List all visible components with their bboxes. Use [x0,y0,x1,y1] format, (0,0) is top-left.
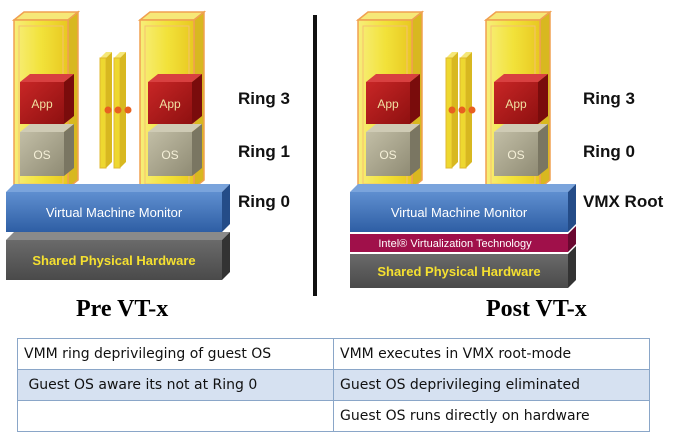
table-cell-pre [17,400,334,432]
right-app-2-label: App [505,97,527,111]
architecture-diagram: App OS App [6,10,664,322]
ellipsis-dot [114,106,122,114]
left-app-1-label: App [31,97,53,111]
right-hw-label: Shared Physical Hardware [377,264,540,279]
right-os-1-block [366,132,410,176]
right-middle-vms [445,52,476,169]
right-os-1-label: OS [379,148,396,162]
left-ring-label-3: Ring 3 [238,89,290,108]
ellipsis-dot [468,106,476,114]
left-hw-layer: Shared Physical Hardware [6,232,230,280]
right-vt-label: Intel® Virtualization Technology [378,238,532,250]
left-vm-2: App OS [137,10,207,190]
left-app-2-label: App [159,97,181,111]
left-os-1-label: OS [33,148,50,162]
right-ring-label-3: Ring 3 [583,89,635,108]
left-middle-vms [99,52,132,169]
right-ring-label-0: Ring 0 [583,142,635,161]
left-stack: App OS App [6,10,230,280]
ellipsis-dot [458,106,466,114]
right-vm-1: App OS [355,10,425,190]
left-hw-label: Shared Physical Hardware [32,253,195,268]
right-os-2-block [494,132,538,176]
left-ring-label-1: Ring 1 [238,142,290,161]
right-hw-layer: Shared Physical Hardware [350,246,576,288]
table-row: Guest OS runs directly on hardware [17,400,650,432]
table-cell-pre: VMM ring deprivileging of guest OS [17,338,334,370]
table-cell-post: Guest OS runs directly on hardware [333,400,650,432]
right-ring-label-vmx-root: VMX Root [583,192,664,211]
ellipsis-dot [124,106,132,114]
left-app-2-block [148,82,192,124]
table-row: Guest OS aware its not at Ring 0 Guest O… [17,369,650,401]
right-vmm-label: Virtual Machine Monitor [391,205,528,220]
post-vtx-title: Post VT-x [486,296,587,322]
right-app-2-block [494,82,538,124]
table-row: VMM ring deprivileging of guest OS VMM e… [17,338,650,370]
left-os-2-block [148,132,192,176]
comparison-table: VMM ring deprivileging of guest OS VMM e… [17,338,650,432]
table-cell-post: VMM executes in VMX root-mode [333,338,650,370]
left-os-1-block [20,132,64,176]
diagram-canvas: App OS App [6,10,576,296]
left-vm-1: App OS [11,10,81,190]
ellipsis-dot [448,106,456,114]
ellipsis-dot [104,106,112,114]
left-vmm-label: Virtual Machine Monitor [46,205,183,220]
right-app-1-label: App [377,97,399,111]
left-vmm-layer: Virtual Machine Monitor [6,184,230,232]
table-cell-post: Guest OS deprivileging eliminated [333,369,650,401]
right-stack: App OS App [350,10,576,288]
right-os-2-label: OS [507,148,524,162]
table-cell-pre: Guest OS aware its not at Ring 0 [17,369,334,401]
left-os-2-label: OS [161,148,178,162]
right-vmm-layer: Virtual Machine Monitor [350,184,576,232]
pre-vtx-title: Pre VT-x [76,296,169,322]
left-ring-label-0: Ring 0 [238,192,290,211]
left-app-1-block [20,82,64,124]
right-vt-layer: Intel® Virtualization Technology [350,226,576,252]
right-app-1-block [366,82,410,124]
right-vm-2: App OS [483,10,553,190]
